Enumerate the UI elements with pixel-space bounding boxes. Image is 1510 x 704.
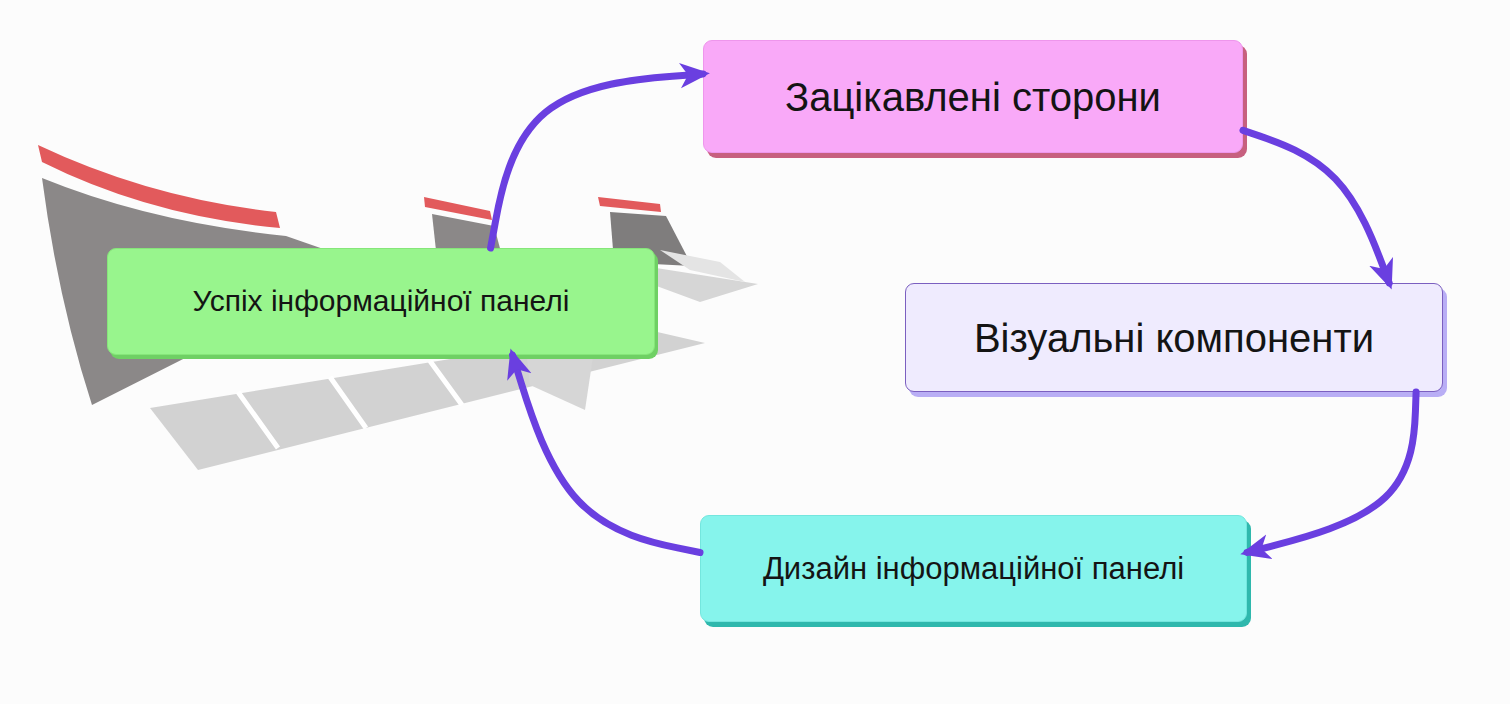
box-label: Візуальні компоненти bbox=[964, 315, 1384, 361]
film-red-band bbox=[598, 197, 661, 212]
process-box: Дизайн інформаційної панелі bbox=[700, 515, 1247, 622]
cycle-arrow bbox=[513, 355, 700, 552]
cycle-arrow bbox=[1243, 130, 1389, 283]
film-light-frame bbox=[660, 250, 745, 282]
box-label: Дизайн інформаційної панелі bbox=[753, 551, 1194, 587]
box-label: Успіх інформаційної панелі bbox=[183, 284, 580, 319]
film-divider bbox=[238, 345, 560, 448]
process-box: Зацікавлені сторони bbox=[703, 40, 1243, 153]
cycle-arrow bbox=[491, 74, 703, 248]
cycle-arrow bbox=[1247, 392, 1416, 552]
process-box: Візуальні компоненти bbox=[905, 283, 1443, 392]
process-box: Успіх інформаційної панелі bbox=[107, 248, 655, 355]
box-label: Зацікавлені сторони bbox=[775, 74, 1171, 120]
